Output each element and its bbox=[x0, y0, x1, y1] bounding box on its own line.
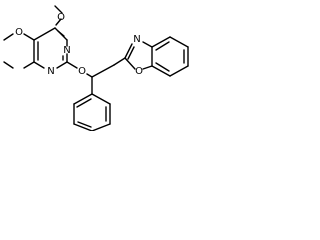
methoxy-left-bond bbox=[23, 33, 35, 41]
phenyl-ring bbox=[73, 93, 111, 131]
methoxy-bottom-bond bbox=[23, 61, 35, 69]
pyrimidine-nitrogen-top: N bbox=[63, 45, 70, 56]
methoxy-top-oxygen: O bbox=[57, 12, 65, 23]
structure-diagram: O N O N O N O bbox=[0, 0, 192, 131]
ether-ch-bond bbox=[86, 73, 93, 78]
benzoxazole-oxygen: O bbox=[135, 66, 143, 77]
ether-oxygen: O bbox=[78, 66, 86, 77]
pyrimidine-ring bbox=[33, 27, 68, 69]
methyl-left-bond bbox=[3, 33, 14, 41]
ch-ch2-bond bbox=[91, 64, 115, 78]
benzoxazole-ring bbox=[113, 36, 189, 77]
methoxy-left-oxygen: O bbox=[15, 27, 23, 38]
methyl-top-bond bbox=[54, 5, 63, 14]
benzoxazole-nitrogen: N bbox=[133, 34, 140, 45]
molecule-drawing: O N O N O N O bbox=[3, 5, 189, 131]
pyrimidine-nitrogen-bottom: N bbox=[47, 66, 54, 77]
methoxy-top-bond bbox=[55, 18, 62, 26]
pyrimidine-ether-bond bbox=[66, 61, 78, 69]
methyl-bottom-bond bbox=[3, 61, 14, 69]
